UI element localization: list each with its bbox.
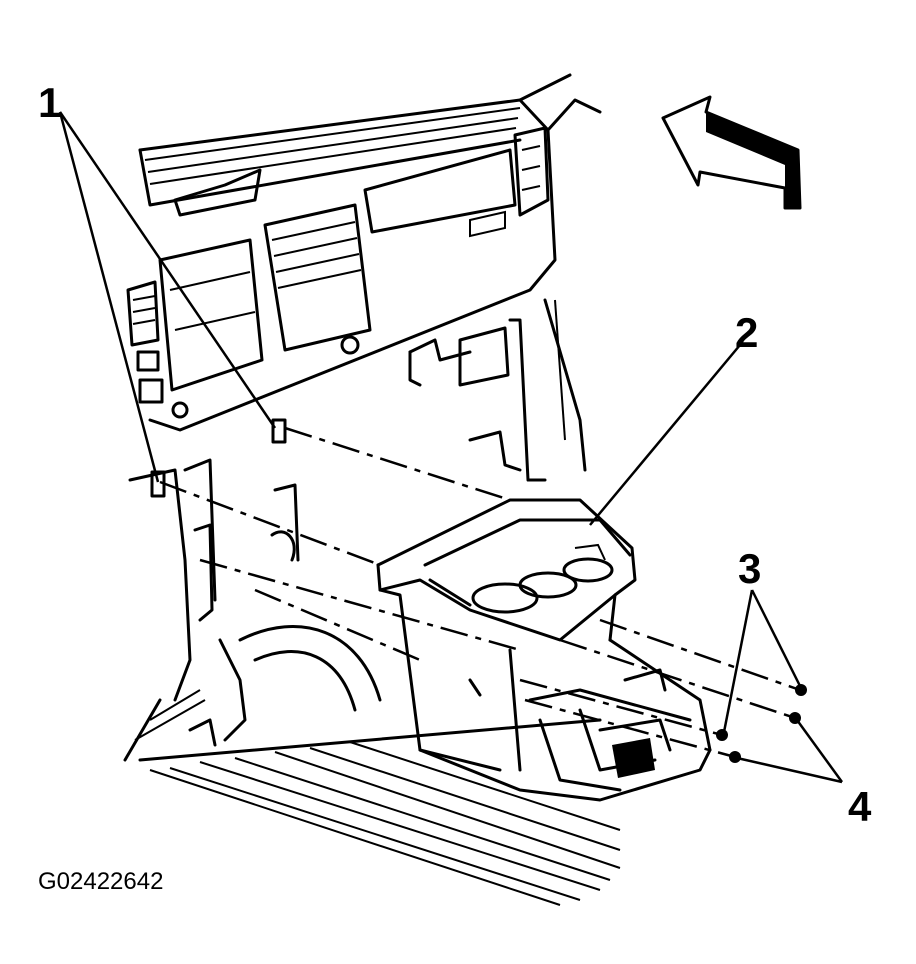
floor-pan bbox=[123, 458, 621, 906]
instrument-panel bbox=[126, 73, 602, 432]
callout-1-label: 1 bbox=[38, 79, 62, 126]
forward-arrow-icon bbox=[661, 95, 802, 210]
floor-bracket bbox=[408, 298, 587, 482]
callout-2-label: 2 bbox=[735, 309, 759, 356]
figure-id: G02422642 bbox=[38, 868, 164, 895]
nuts bbox=[729, 712, 801, 763]
assembly-guide-lines bbox=[159, 426, 801, 759]
leader-lines bbox=[58, 111, 844, 784]
callout-3-label: 3 bbox=[738, 545, 762, 592]
callout-4-label: 4 bbox=[848, 783, 872, 830]
retaining-clips bbox=[150, 418, 287, 498]
center-console bbox=[376, 498, 712, 802]
